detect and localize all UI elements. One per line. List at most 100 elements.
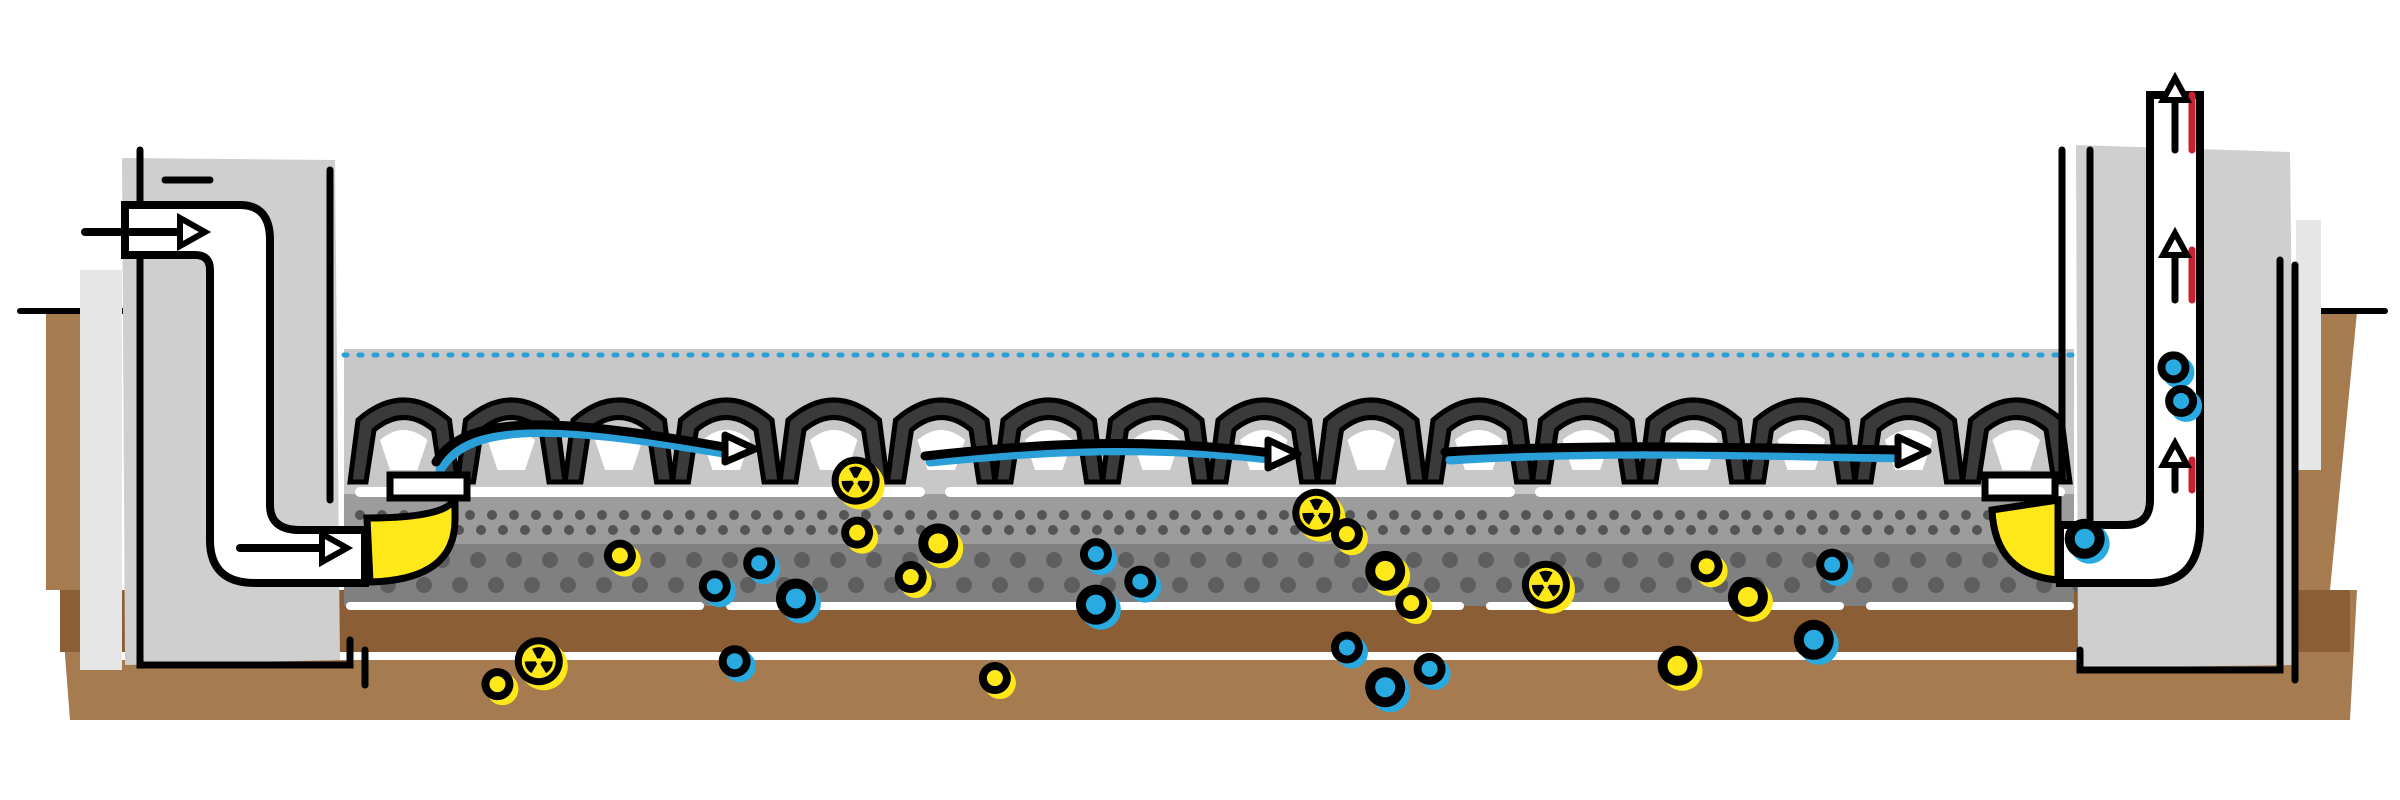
- pebble: [1103, 510, 1113, 520]
- pebble: [465, 510, 475, 520]
- pebble: [1433, 510, 1443, 520]
- pebble: [1262, 552, 1278, 568]
- pebble: [1316, 577, 1332, 593]
- pebble: [1784, 577, 1800, 593]
- pebble: [1496, 577, 1512, 593]
- pebble: [740, 525, 750, 535]
- inlet-chamber: [80, 146, 471, 689]
- pebble: [1818, 525, 1828, 535]
- pebble: [894, 525, 904, 535]
- pebble: [1235, 510, 1245, 520]
- pebble: [982, 525, 992, 535]
- radioactive-particle: [514, 637, 568, 691]
- inlet-elbow-fitting: [363, 495, 459, 586]
- pebble: [1367, 510, 1377, 520]
- pebble: [1675, 510, 1685, 520]
- pebble: [488, 577, 504, 593]
- flow-line: [431, 420, 1905, 467]
- pebble: [1873, 510, 1883, 520]
- radioactive-particle: [831, 456, 885, 510]
- pebble: [608, 525, 618, 535]
- radiation-blade: [855, 480, 870, 493]
- particle-core: [1667, 655, 1688, 676]
- radioactive-particle: [1521, 560, 1575, 614]
- pebble: [674, 525, 684, 535]
- pebble: [1554, 525, 1564, 535]
- particle-core: [726, 653, 743, 670]
- pebble: [1862, 525, 1872, 535]
- pebble: [1004, 525, 1014, 535]
- pebble: [1802, 552, 1818, 568]
- particle-core: [1698, 558, 1715, 575]
- pebble: [1946, 552, 1962, 568]
- particle-core: [1375, 677, 1396, 698]
- particle-core: [986, 670, 1003, 687]
- pebble: [1070, 525, 1080, 535]
- blue-contaminant-particle: [775, 578, 821, 624]
- yellow-contaminant-particle: [1657, 645, 1703, 691]
- flow-shadow: [435, 427, 1911, 475]
- pebble: [1460, 577, 1476, 593]
- pebble: [1158, 525, 1168, 535]
- pebble: [1477, 510, 1487, 520]
- pebble: [1961, 510, 1971, 520]
- chamber-arch: [1314, 397, 1428, 485]
- pebble: [650, 552, 666, 568]
- pebble: [883, 510, 893, 520]
- radiation-blade: [1531, 584, 1546, 597]
- pebble: [1352, 577, 1368, 593]
- pebble: [1609, 510, 1619, 520]
- pebble: [1028, 577, 1044, 593]
- pebble: [1125, 510, 1135, 520]
- yellow-contaminant-particle: [1365, 550, 1411, 596]
- radiation-center: [535, 658, 542, 665]
- pebble: [355, 510, 365, 520]
- pebble: [1257, 510, 1267, 520]
- pebble: [1424, 577, 1440, 593]
- pebble: [1499, 510, 1509, 520]
- chamber-arch: [1959, 397, 2073, 485]
- pebble: [685, 510, 695, 520]
- pebble: [1686, 525, 1696, 535]
- blue-contaminant-particle: [1075, 584, 1121, 630]
- pebble: [1191, 510, 1201, 520]
- pebble: [1950, 525, 1960, 535]
- chamber-arch: [1422, 397, 1536, 485]
- pebble: [1892, 577, 1908, 593]
- outlet-chamber-shadow: [2296, 220, 2321, 470]
- chamber-void: [1992, 430, 2040, 470]
- pebble: [498, 525, 508, 535]
- radiation-blade: [841, 480, 856, 493]
- pebble: [992, 577, 1008, 593]
- pebble: [1015, 510, 1025, 520]
- pebble: [707, 510, 717, 520]
- contaminant-particles: [481, 351, 2203, 713]
- blue-contaminant-particle: [2064, 518, 2110, 564]
- pebble: [1917, 510, 1927, 520]
- pebble: [1422, 525, 1432, 535]
- pebble: [1708, 525, 1718, 535]
- pebble: [806, 525, 816, 535]
- pebble: [1532, 525, 1542, 535]
- chamber-void: [1347, 430, 1395, 470]
- pebble: [1268, 525, 1278, 535]
- pebble: [1345, 510, 1355, 520]
- pebble: [1279, 510, 1289, 520]
- pebble: [1081, 510, 1091, 520]
- pebble: [1719, 510, 1729, 520]
- flow-arrow-icon: [721, 431, 1932, 472]
- blue-contaminant-particle: [1793, 619, 1839, 665]
- blue-contaminant-particle: [1365, 667, 1411, 713]
- pebble: [927, 510, 937, 520]
- radiation-center: [852, 477, 859, 484]
- pebble: [1172, 577, 1188, 593]
- particle-core: [611, 547, 628, 564]
- pebble: [1180, 525, 1190, 535]
- pebble: [1807, 510, 1817, 520]
- particle-core: [2074, 528, 2095, 549]
- pebble: [1910, 552, 1926, 568]
- particle-core: [706, 578, 723, 595]
- pebble: [1298, 552, 1314, 568]
- pebble: [487, 510, 497, 520]
- radiation-blade: [1302, 512, 1317, 525]
